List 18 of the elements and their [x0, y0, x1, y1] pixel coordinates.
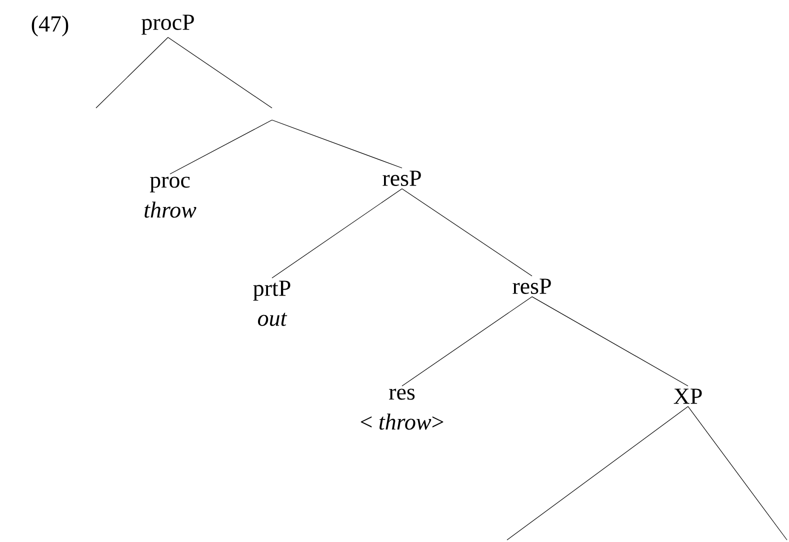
branch-line — [402, 296, 532, 386]
tree-node-label: resP — [382, 170, 421, 186]
branch-line — [170, 120, 272, 174]
tree-node-label: prtP out — [253, 280, 290, 326]
tree-node-label: XP — [674, 388, 702, 404]
branch-line — [532, 296, 688, 386]
branch-line — [272, 188, 402, 278]
branch-line — [272, 120, 402, 168]
tree-node-label: proc throw — [144, 176, 196, 218]
tree-node-label: resP — [512, 278, 551, 294]
branch-line — [168, 37, 272, 108]
example-number: (47) — [32, 16, 68, 36]
branch-line — [402, 188, 532, 276]
branch-line — [96, 37, 168, 108]
tree-node-label: procP — [142, 14, 194, 35]
tree-node-label: res < throw> — [360, 388, 444, 430]
branch-line — [506, 406, 688, 540]
branch-line — [688, 406, 788, 540]
